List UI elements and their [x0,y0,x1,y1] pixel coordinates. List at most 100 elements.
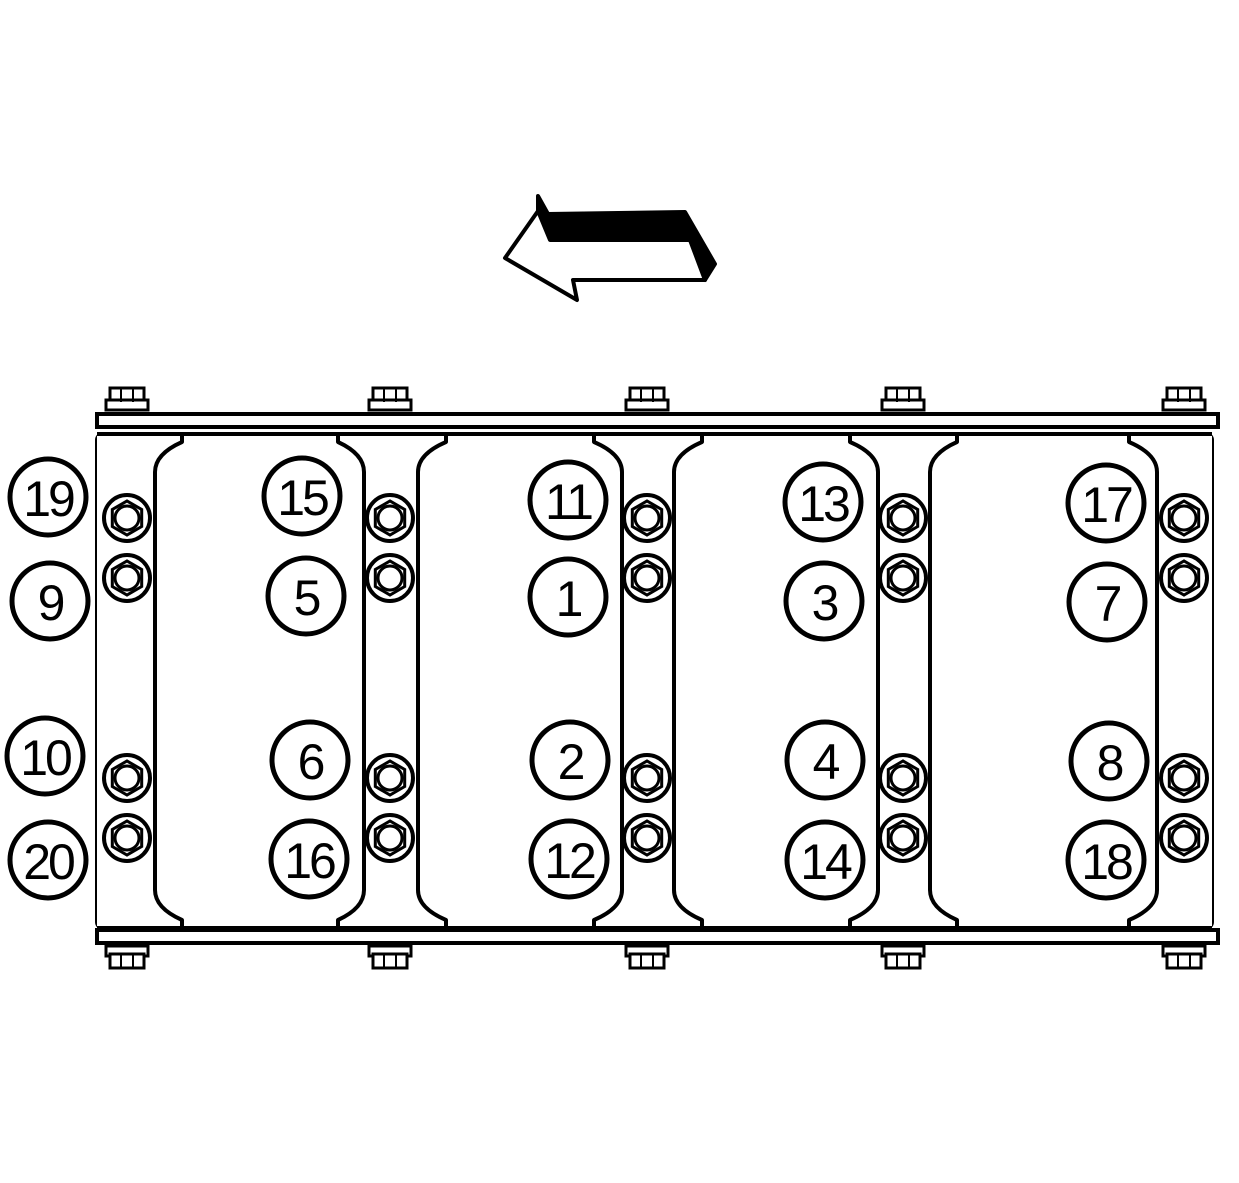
sequence-number: 7 [1095,576,1121,632]
cap-bolt-head-icon [878,493,928,543]
cap-bolt-head-icon [1159,493,1209,543]
sequence-number: 8 [1097,735,1123,791]
rail-bolt-icon [624,944,670,970]
bearing-cap-3 [592,432,704,930]
sequence-circle [784,719,866,801]
top-rail [95,412,1220,429]
sequence-number-marker: 5 [265,555,347,637]
sequence-circle [261,455,343,537]
bearing-cap-2 [336,432,448,930]
sequence-number: 4 [813,734,840,790]
rail-bolt-icon [1161,944,1207,970]
sequence-number: 18 [1081,834,1132,890]
sequence-circle [1065,462,1147,544]
sequence-number: 12 [544,833,595,889]
cap-bolt-head-icon [622,493,672,543]
rail-bolt-icon [104,944,150,970]
bearing-cap-5 [1127,432,1212,930]
rail-bolt-icon [880,944,926,970]
sequence-number-marker: 14 [784,819,866,901]
sequence-number: 16 [284,833,335,889]
sequence-number-marker: 6 [269,719,351,801]
sequence-circle [527,556,609,638]
sequence-circle [7,819,89,901]
sequence-circle [783,560,865,642]
sequence-number-marker: 12 [528,818,610,900]
sequence-number: 10 [20,730,71,786]
cap-bolt-head-icon [622,813,672,863]
sequence-circle [269,719,351,801]
front-direction-arrow-icon [503,194,717,302]
sequence-circle [9,560,91,642]
cap-bolt-head-icon [622,753,672,803]
cap-bolt-head-icon [622,553,672,603]
sequence-number: 11 [545,474,592,530]
sequence-circle [265,555,347,637]
cap-bolt-head-icon [365,813,415,863]
sequence-circle [782,461,864,543]
sequence-circle [527,459,609,541]
cap-bolt-head-icon [878,813,928,863]
sequence-number-marker: 13 [782,461,864,543]
cap-bolt-head-icon [878,553,928,603]
sequence-number: 1 [556,571,582,627]
sequence-number: 20 [23,834,74,890]
bottom-rail [95,928,1220,945]
sequence-number: 9 [38,575,64,631]
sequence-number-marker: 20 [7,819,89,901]
sequence-number-marker: 3 [783,560,865,642]
sequence-circle [7,456,89,538]
sequence-number: 6 [298,734,324,790]
sequence-number-marker: 1 [527,556,609,638]
cap-bolt-head-icon [1159,813,1209,863]
cap-bolt-head-icon [102,753,152,803]
rail-bolt-icon [880,386,926,412]
sequence-number: 3 [812,575,838,631]
sequence-number: 14 [800,834,852,890]
rail-bolt-icon [624,386,670,412]
bearing-cap-outline [848,432,959,930]
sequence-number-marker: 8 [1068,720,1150,802]
rail-bolt-icon [367,944,413,970]
sequence-number: 19 [23,471,74,527]
cap-bolt-head-icon [102,553,152,603]
sequence-number-marker: 2 [529,719,611,801]
sequence-circle [528,818,610,900]
cap-bolt-head-icon [365,753,415,803]
sequence-number: 15 [277,470,328,526]
sequence-number-marker: 17 [1065,462,1147,544]
rail-bolt-icon [367,386,413,412]
sequence-number-marker: 10 [4,715,86,797]
sequence-circle [1068,720,1150,802]
sequence-number-marker: 16 [268,818,350,900]
sequence-number-marker: 15 [261,455,343,537]
cap-bolt-head-icon [102,493,152,543]
sequence-number: 13 [798,476,849,532]
sequence-circle [1065,819,1147,901]
sequence-number-marker: 9 [9,560,91,642]
bearing-cap-outline [336,432,448,930]
sequence-number: 2 [558,734,584,790]
cap-bolt-head-icon [1159,553,1209,603]
sequence-number-marker: 7 [1066,561,1148,643]
sequence-number: 17 [1081,477,1132,533]
bearing-cap-outline [592,432,704,930]
sequence-circle [1066,561,1148,643]
cap-bolt-head-icon [878,753,928,803]
cap-bolt-head-icon [1159,753,1209,803]
sequence-circle [529,719,611,801]
rail-bolt-icon [104,386,150,412]
sequence-circle [4,715,86,797]
cap-bolt-head-icon [102,813,152,863]
sequence-number-marker: 4 [784,719,866,801]
sequence-circle [784,819,866,901]
sequence-number-marker: 18 [1065,819,1147,901]
cap-bolt-head-icon [365,553,415,603]
bearing-cap-4 [848,432,959,930]
sequence-circle [268,818,350,900]
sequence-number-marker: 19 [7,456,89,538]
sequence-number: 5 [294,570,320,626]
bearing-cap-1 [97,432,184,930]
sequence-number-marker: 11 [527,459,609,541]
